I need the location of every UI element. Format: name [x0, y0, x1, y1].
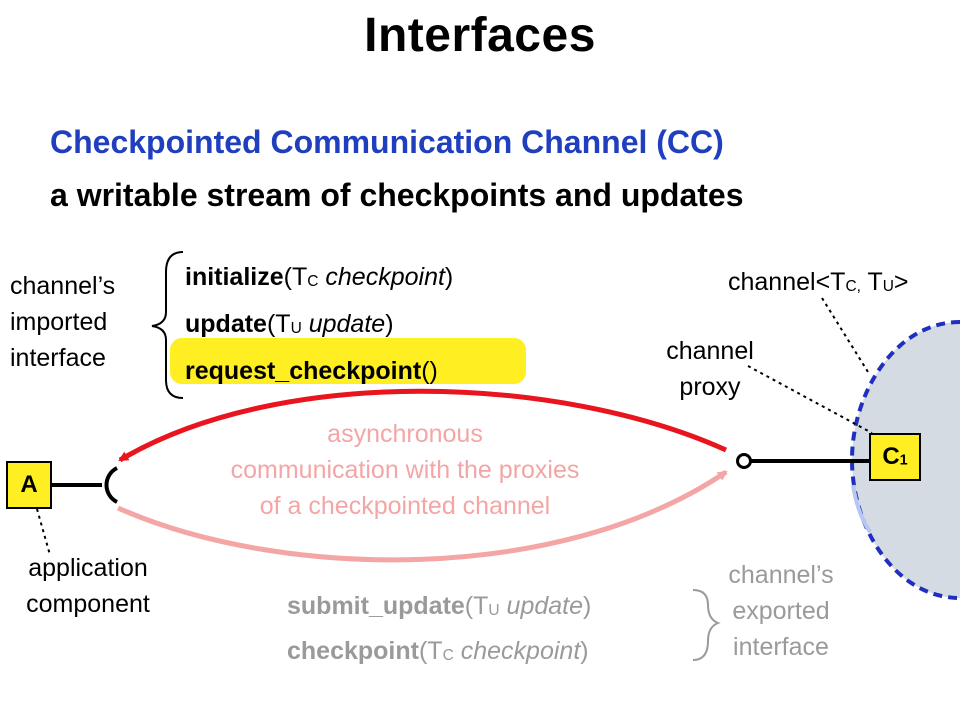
subtitle-description: a writable stream of checkpoints and upd…: [50, 177, 744, 213]
method-submit-update: submit_update(TU update): [287, 592, 592, 620]
async-label-line: of a checkpointed channel: [259, 492, 551, 520]
imported-label-line: interface: [10, 344, 106, 372]
async-communication-label: asynchronous communication with the prox…: [155, 416, 655, 524]
application-label-line: component: [26, 590, 150, 618]
component-c-subscript: 1: [899, 452, 908, 469]
proxy-label-line: channel: [666, 337, 754, 365]
slide-title: Interfaces: [364, 9, 596, 62]
imported-label-line: imported: [10, 308, 108, 336]
proxy-label-line: proxy: [679, 373, 741, 401]
application-component-label: application component: [0, 550, 176, 622]
exported-label-line: channel’s: [728, 561, 834, 589]
application-leader: [36, 508, 51, 556]
exported-interface-label: channel’s exported interface: [706, 557, 856, 665]
method-initialize: initialize(TC checkpoint): [185, 263, 454, 291]
component-a-box: A: [6, 461, 52, 509]
component-a-label: A: [20, 471, 38, 498]
exported-label-line: interface: [733, 633, 829, 661]
channel-boundary-faded: [851, 484, 872, 534]
channel-proxy-port: [736, 453, 752, 469]
imported-interface-label: channel’s imported interface: [10, 268, 115, 376]
component-c1-box: C1: [869, 433, 921, 481]
component-c-label: C: [882, 443, 900, 470]
channel-proxy-label: channel proxy: [640, 333, 780, 405]
imported-label-line: channel’s: [10, 272, 116, 300]
exported-label-line: exported: [732, 597, 830, 625]
async-label-line: asynchronous: [327, 420, 483, 448]
method-update: update(TU update): [185, 309, 394, 338]
request-checkpoint-highlight: [170, 338, 526, 384]
channel-type-leader: [821, 297, 869, 373]
exported-interface-brace: [692, 589, 721, 661]
pink-arrow-to-proxy: [116, 469, 728, 563]
imported-interface-brace: [151, 251, 184, 399]
method-request-checkpoint: request_checkpoint(): [185, 356, 438, 385]
proxy-leader: [747, 365, 873, 434]
imported-method-list: initialize(TC checkpoint) update(TU upda…: [185, 256, 453, 396]
subtitle-channel-name: Checkpointed Communication Channel (CC): [50, 124, 724, 160]
channel-type-label: channel<TC, TU>: [728, 268, 909, 296]
exported-method-list: submit_update(TU update) checkpoint(TC c…: [287, 586, 591, 676]
required-interface-socket: [104, 466, 119, 504]
application-label-line: application: [28, 554, 148, 582]
async-label-line: communication with the proxies: [230, 456, 580, 484]
red-arrow-to-application: [118, 388, 728, 463]
method-checkpoint: checkpoint(TC checkpoint): [287, 636, 589, 665]
